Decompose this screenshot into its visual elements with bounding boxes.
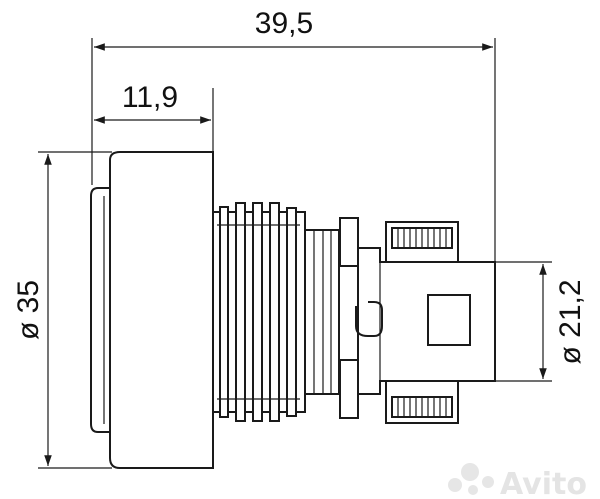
flange [109,151,214,469]
overall-length-label: 39,5 [255,7,313,40]
terminal-clip-top [385,221,459,263]
lamp-body [90,151,496,469]
locking-tab-top [339,217,359,267]
watermark: Avito [448,463,587,499]
locking-tab-bottom [339,359,359,419]
connector-housing [357,247,496,395]
ribbed-housing [212,202,306,422]
front-lens [90,187,111,433]
watermark-text: Avito [500,467,587,499]
avito-dots-icon [448,463,494,495]
flange-diameter-label: ø 35 [12,280,45,340]
connector-diameter-label: ø 21,2 [554,279,587,364]
shaft [304,229,340,395]
terminal-clip-bottom [385,380,459,424]
flange-length-label: 11,9 [122,81,178,114]
extension-lines [38,38,552,469]
latch-hook [355,301,383,337]
connector-window [427,294,471,346]
dimension-lines [44,43,547,466]
